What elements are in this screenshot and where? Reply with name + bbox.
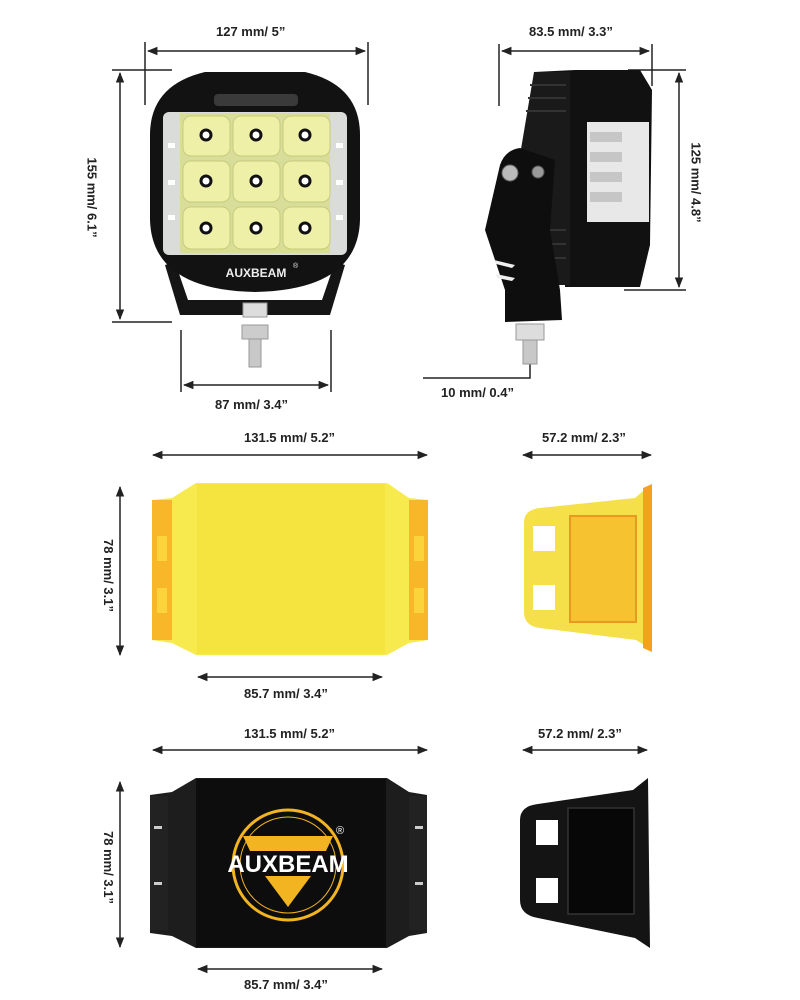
brand-logo-front: AUXBEAM [226, 266, 287, 280]
amber-cover-front-view [115, 450, 429, 682]
front-height-label: 155 mm/ 6.1” [84, 157, 100, 238]
auxbeam-emblem: AUXBEAM ® [227, 808, 349, 922]
black-cover-side-view [520, 745, 650, 948]
amber-width-label: 131.5 mm/ 5.2” [244, 430, 336, 445]
black-width-label: 131.5 mm/ 5.2” [244, 726, 336, 741]
bolt-label: 10 mm/ 0.4” [441, 385, 514, 400]
black-face-width-label: 85.7 mm/ 3.4” [244, 977, 328, 992]
svg-text:®: ® [336, 825, 344, 837]
amber-side-depth-label: 57.2 mm/ 2.3” [542, 430, 626, 445]
side-depth-label: 83.5 mm/ 3.3” [529, 24, 613, 39]
black-side-depth-label: 57.2 mm/ 2.3” [538, 726, 622, 741]
front-width-label: 127 mm/ 5” [216, 24, 286, 39]
svg-text:®: ® [293, 262, 299, 270]
amber-face-width-label: 85.7 mm/ 3.4” [244, 686, 328, 701]
light-front-view: AUXBEAM ® [112, 42, 369, 392]
black-cover-front-view: AUXBEAM ® [115, 745, 429, 974]
light-side-view [423, 44, 686, 379]
side-height-label: 125 mm/ 4.8” [688, 142, 704, 223]
bracket-width-label: 87 mm/ 3.4” [215, 397, 288, 412]
amber-cover-side-view [521, 450, 653, 652]
black-height-label: 78 mm/ 3.1” [101, 831, 116, 904]
amber-height-label: 78 mm/ 3.1” [101, 539, 116, 612]
led-grid [182, 115, 331, 250]
svg-text:AUXBEAM: AUXBEAM [227, 851, 348, 878]
